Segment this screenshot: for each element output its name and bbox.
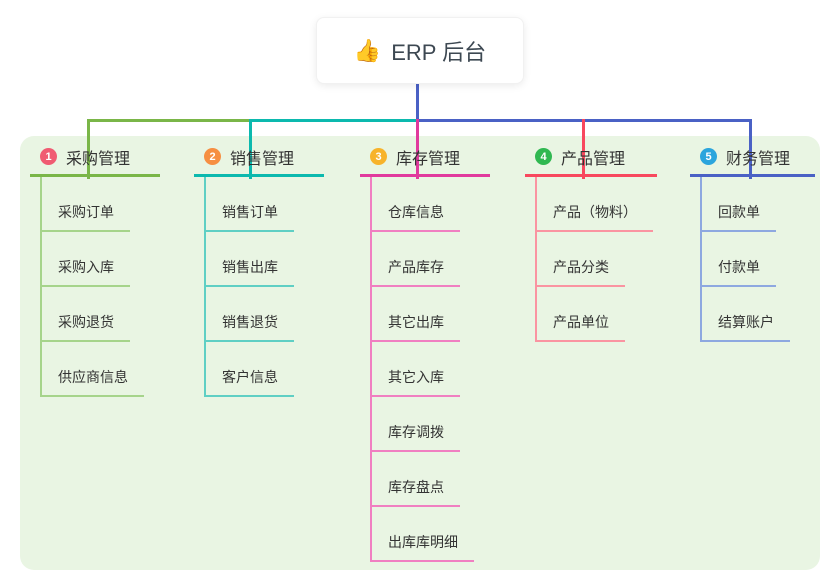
branch-children-product: 产品（物料） 产品分类产品单位 [535, 177, 653, 342]
child-node[interactable]: 产品（物料） [537, 177, 653, 232]
root-node[interactable]: 👍 ERP 后台 [316, 17, 524, 84]
thumbs-up-icon: 👍 [353, 37, 382, 63]
child-node-label: 客户信息 [206, 367, 294, 397]
branch-purchase: 1 采购管理 采购订单采购入库采购退货供应商信息 [30, 147, 160, 397]
child-node[interactable]: 其它出库 [372, 287, 474, 342]
branch-sales: 2 销售管理 销售订单销售出库销售退货客户信息 [194, 147, 324, 397]
child-node-label: 出库库明细 [372, 532, 474, 562]
child-node-label: 库存调拨 [372, 422, 460, 452]
branch-stub-purchase [87, 119, 90, 179]
branch-header-finance[interactable]: 5 财务管理 [690, 147, 815, 177]
child-node-label: 采购订单 [42, 202, 130, 232]
child-node-label: 销售退货 [206, 312, 294, 342]
connector-segment-purchase [87, 119, 252, 122]
child-node[interactable]: 其它入库 [372, 342, 474, 397]
child-node[interactable]: 回款单 [702, 177, 790, 232]
child-node-label: 供应商信息 [42, 367, 144, 397]
root-stem-line [416, 84, 419, 120]
badge-5: 5 [700, 148, 717, 165]
badge-3: 3 [370, 148, 387, 165]
root-title: ERP 后台 [391, 39, 487, 65]
child-node[interactable]: 供应商信息 [42, 342, 144, 397]
child-node[interactable]: 产品分类 [537, 232, 653, 287]
branch-header-product[interactable]: 4 产品管理 [525, 147, 657, 177]
child-node[interactable]: 库存盘点 [372, 452, 474, 507]
branch-children-purchase: 采购订单采购入库采购退货供应商信息 [40, 177, 144, 397]
branch-label-sales: 销售管理 [230, 150, 295, 168]
child-node[interactable]: 销售出库 [206, 232, 294, 287]
branch-header-sales[interactable]: 2 销售管理 [194, 147, 324, 177]
branch-children-finance: 回款单付款单结算账户 [700, 177, 790, 342]
child-node[interactable]: 付款单 [702, 232, 790, 287]
child-node[interactable]: 采购入库 [42, 232, 144, 287]
child-node[interactable]: 采购退货 [42, 287, 144, 342]
child-node-label: 采购退货 [42, 312, 130, 342]
branch-header-purchase[interactable]: 1 采购管理 [30, 147, 160, 177]
connector-segment-sales [250, 119, 418, 122]
branch-product: 4 产品管理 产品（物料） 产品分类产品单位 [525, 147, 657, 342]
branch-children-inventory: 仓库信息产品库存其它出库其它入库库存调拨库存盘点出库库明细 [370, 177, 474, 562]
branch-stub-sales [249, 119, 252, 179]
child-node-label: 结算账户 [702, 312, 790, 342]
child-node[interactable]: 仓库信息 [372, 177, 474, 232]
child-node[interactable]: 销售订单 [206, 177, 294, 232]
badge-2: 2 [204, 148, 221, 165]
branch-label-purchase: 采购管理 [66, 150, 131, 168]
child-node-label: 其它出库 [372, 312, 460, 342]
branch-label-finance: 财务管理 [726, 150, 791, 168]
child-node[interactable]: 产品库存 [372, 232, 474, 287]
branch-stub-finance [749, 119, 752, 179]
child-node-label: 仓库信息 [372, 202, 460, 232]
child-node-label: 回款单 [702, 202, 776, 232]
child-node[interactable]: 销售退货 [206, 287, 294, 342]
child-node-label: 采购入库 [42, 257, 130, 287]
child-node-label: 产品单位 [537, 312, 625, 342]
child-node-label: 产品分类 [537, 257, 625, 287]
branch-children-sales: 销售订单销售出库销售退货客户信息 [204, 177, 294, 397]
child-node-label: 销售出库 [206, 257, 294, 287]
child-node[interactable]: 客户信息 [206, 342, 294, 397]
mindmap-background-panel [20, 136, 820, 570]
child-node[interactable]: 产品单位 [537, 287, 653, 342]
child-node[interactable]: 出库库明细 [372, 507, 474, 562]
branch-finance: 5 财务管理 回款单付款单结算账户 [690, 147, 815, 342]
child-node-label: 销售订单 [206, 202, 294, 232]
branch-stub-product [582, 119, 585, 179]
child-node[interactable]: 采购订单 [42, 177, 144, 232]
child-node-label: 产品库存 [372, 257, 460, 287]
child-node[interactable]: 库存调拨 [372, 397, 474, 452]
child-node-label: 其它入库 [372, 367, 460, 397]
badge-4: 4 [535, 148, 552, 165]
branch-inventory: 3 库存管理 仓库信息产品库存其它出库其它入库库存调拨库存盘点出库库明细 [360, 147, 490, 562]
child-node-label: 产品（物料） [537, 202, 653, 232]
branch-label-inventory: 库存管理 [396, 150, 461, 168]
branch-stub-inventory [416, 119, 419, 179]
child-node-label: 库存盘点 [372, 477, 460, 507]
badge-1: 1 [40, 148, 57, 165]
child-node-label: 付款单 [702, 257, 776, 287]
child-node[interactable]: 结算账户 [702, 287, 790, 342]
branch-header-inventory[interactable]: 3 库存管理 [360, 147, 490, 177]
branch-label-product: 产品管理 [561, 150, 626, 168]
